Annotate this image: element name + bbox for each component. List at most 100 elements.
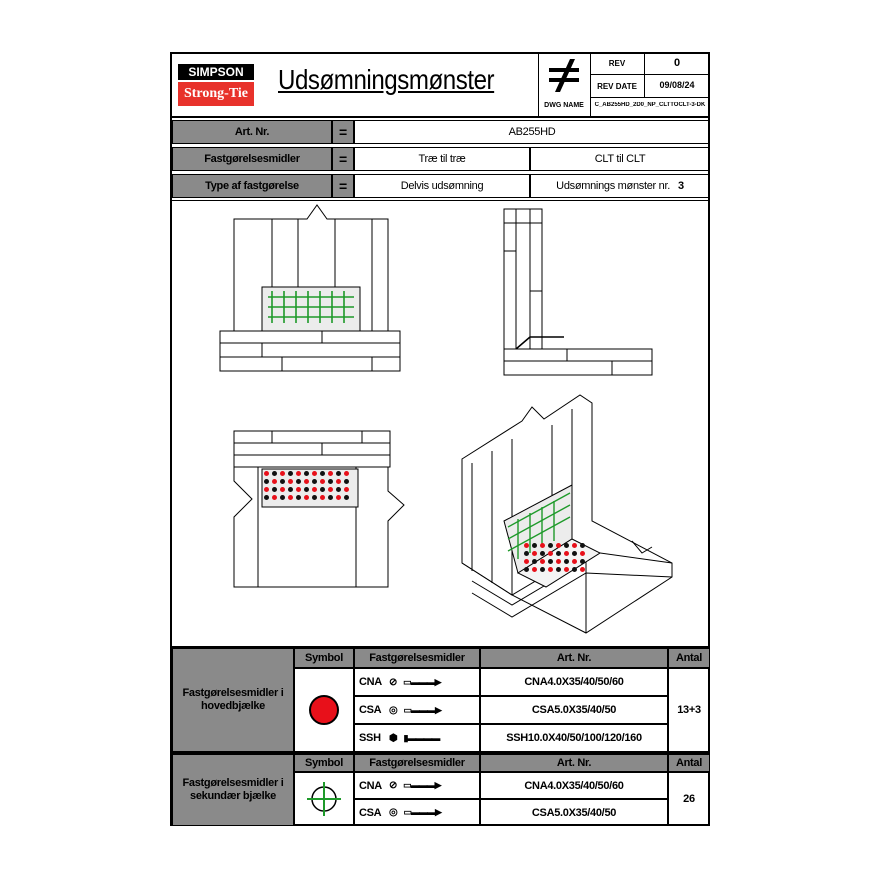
nail-hole bbox=[532, 567, 537, 572]
nail-hole bbox=[304, 479, 309, 484]
nail-hole bbox=[344, 495, 349, 500]
brand-logo-simpson: SIMPSON bbox=[178, 64, 254, 80]
header-divider bbox=[538, 54, 539, 116]
main-fastener-row: SSH ⬢ ▮▬▬▬▬ bbox=[354, 724, 480, 752]
secondary-beam-label: Fastgørelsesmidler i sekundær bjælke bbox=[172, 754, 294, 826]
secondary-art-nr: CNA4.0X35/40/50/60 bbox=[480, 772, 668, 799]
section-divider bbox=[172, 752, 708, 754]
nail-hole bbox=[320, 479, 325, 484]
nail-hole bbox=[344, 479, 349, 484]
nail-hole bbox=[328, 479, 333, 484]
pattern-label: Udsømnings mønster nr. bbox=[556, 180, 670, 192]
page-title: Udsømningsmønster bbox=[278, 64, 495, 95]
fastener-code: SSH bbox=[359, 732, 381, 744]
nail-hole bbox=[336, 487, 341, 492]
nail-hole bbox=[532, 559, 537, 564]
nail-hole bbox=[272, 487, 277, 492]
fastener-code: CSA bbox=[359, 704, 382, 716]
nail-shank-icon: ▭▬▬▬▶ bbox=[403, 780, 441, 790]
screw-shank-icon: ▭▬▬▬▶ bbox=[403, 807, 441, 817]
nail-hole bbox=[296, 471, 301, 476]
nail-hole bbox=[304, 471, 309, 476]
nail-hole bbox=[580, 559, 585, 564]
not-equal-icon bbox=[540, 56, 590, 96]
nail-hole bbox=[264, 495, 269, 500]
nail-hole bbox=[572, 559, 577, 564]
nail-hole bbox=[556, 567, 561, 572]
fasteners-label: Fastgørelsesmidler bbox=[172, 147, 332, 171]
secondary-art-nr: CSA5.0X35/40/50 bbox=[480, 799, 668, 826]
rev-value: 0 bbox=[673, 57, 681, 69]
nail-hole bbox=[564, 559, 569, 564]
fastener-code: CNA bbox=[359, 779, 382, 792]
nail-hole bbox=[540, 543, 545, 548]
nail-hole bbox=[344, 487, 349, 492]
bolt-shank-icon: ▮▬▬▬▬ bbox=[403, 732, 440, 743]
nail-hole bbox=[312, 479, 317, 484]
nail-head-icon: ⊘ bbox=[389, 780, 398, 791]
nail-hole bbox=[556, 559, 561, 564]
nail-hole bbox=[572, 543, 577, 548]
nail-hole bbox=[320, 487, 325, 492]
nail-hole bbox=[344, 471, 349, 476]
nail-hole bbox=[328, 487, 333, 492]
pattern-number-cell: Udsømnings mønster nr. 3 bbox=[530, 174, 710, 198]
rev-label: REV bbox=[608, 59, 626, 68]
symbol-header: Symbol bbox=[294, 648, 354, 668]
clt-to-clt: CLT til CLT bbox=[530, 147, 710, 171]
nail-hole bbox=[540, 567, 545, 572]
equals-sign: = bbox=[332, 147, 354, 171]
nail-hole bbox=[548, 543, 553, 548]
dwg-name-label: DWG NAME bbox=[544, 102, 584, 109]
nail-hole bbox=[524, 559, 529, 564]
nail-hole bbox=[288, 495, 293, 500]
nail-hole bbox=[264, 479, 269, 484]
nail-hole bbox=[280, 487, 285, 492]
nail-hole bbox=[572, 551, 577, 556]
fastener-code: CSA bbox=[359, 806, 382, 819]
header-divider bbox=[644, 54, 645, 98]
nail-hole bbox=[280, 471, 285, 476]
screw-shank-icon: ▭▬▬▬▶ bbox=[403, 704, 441, 715]
nail-shank-icon: ▭▬▬▬▶ bbox=[403, 676, 441, 687]
nail-hole bbox=[336, 479, 341, 484]
type-label: Type af fastgørelse bbox=[172, 174, 332, 198]
isometric-view bbox=[461, 394, 673, 634]
nail-hole bbox=[304, 495, 309, 500]
nail-hole bbox=[280, 495, 285, 500]
drawing-sheet: SIMPSON Strong-Tie Udsømningsmønster REV… bbox=[170, 52, 710, 826]
nail-hole bbox=[312, 487, 317, 492]
nail-hole bbox=[264, 471, 269, 476]
header-divider bbox=[590, 97, 710, 98]
secondary-beam-count: 26 bbox=[668, 772, 710, 826]
header-divider bbox=[590, 54, 591, 116]
nail-hole bbox=[540, 551, 545, 556]
nail-hole bbox=[272, 495, 277, 500]
green-crosshair-icon bbox=[307, 782, 341, 816]
nail-hole bbox=[296, 487, 301, 492]
brand-logo-strongtie: Strong-Tie bbox=[178, 82, 254, 106]
nail-hole bbox=[336, 471, 341, 476]
nail-hole bbox=[312, 495, 317, 500]
nail-hole bbox=[312, 471, 317, 476]
secondary-beam-symbol bbox=[294, 772, 354, 826]
partial-nailing: Delvis udsømning bbox=[354, 174, 530, 198]
nail-hole bbox=[288, 471, 293, 476]
main-art-nr: SSH10.0X40/50/100/120/160 bbox=[480, 724, 668, 752]
nail-head-icon: ⊘ bbox=[389, 676, 398, 688]
nail-hole bbox=[524, 543, 529, 548]
nail-pattern-plan bbox=[264, 471, 356, 505]
nail-hole bbox=[524, 551, 529, 556]
nail-hole bbox=[320, 471, 325, 476]
count-header: Antal bbox=[668, 754, 710, 772]
nail-hole bbox=[288, 479, 293, 484]
main-beam-label: Fastgørelsesmidler i hovedbjælke bbox=[172, 648, 294, 752]
rev-date-value: 09/08/24 bbox=[659, 80, 695, 90]
nail-hole bbox=[288, 487, 293, 492]
nail-hole bbox=[296, 479, 301, 484]
nail-hole bbox=[548, 567, 553, 572]
nail-hole bbox=[564, 551, 569, 556]
nail-hole bbox=[564, 543, 569, 548]
nail-hole bbox=[556, 551, 561, 556]
header-divider bbox=[590, 74, 710, 75]
